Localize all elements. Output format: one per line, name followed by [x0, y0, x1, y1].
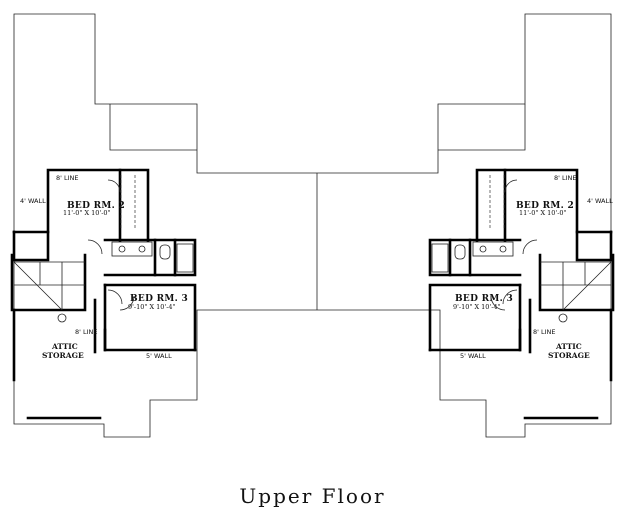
right-8ft-line-top: 8' LINE [554, 174, 577, 182]
right-bed3-name: BED RM. 3 [455, 294, 513, 304]
right-bed2-dim: 11'-0" X 10'-0" [519, 209, 567, 217]
left-4ft-wall: 4' WALL [20, 197, 46, 205]
right-bed3-dim: 9'-10" X 10'-4" [453, 303, 501, 311]
right-storage-label: STORAGE [548, 351, 590, 360]
left-bed2-dim: 11'-0" X 10'-0" [63, 209, 111, 217]
right-unit [428, 168, 615, 420]
right-bed2-name: BED RM. 2 [516, 201, 574, 211]
right-4ft-wall: 4' WALL [587, 197, 613, 205]
left-unit [10, 168, 197, 420]
left-8ft-line-attic: 8' LINE [75, 328, 98, 336]
roof-outline [13, 13, 612, 438]
left-bed3-name: BED RM. 3 [130, 294, 188, 304]
right-8ft-line-attic: 8' LINE [533, 328, 556, 336]
right-5ft-wall: 5' WALL [460, 352, 486, 360]
left-bed2-name: BED RM. 2 [67, 201, 125, 211]
left-8ft-line-top: 8' LINE [56, 174, 79, 182]
left-labels: 8' LINE 4' WALL BED RM. 2 11'-0" X 10'-0… [20, 174, 188, 360]
right-labels: 8' LINE 4' WALL BED RM. 2 11'-0" X 10'-0… [453, 174, 613, 360]
left-attic-label: ATTIC [51, 342, 78, 351]
plan-caption: Upper Floor [239, 484, 386, 508]
right-attic-label: ATTIC [555, 342, 582, 351]
left-storage-label: STORAGE [42, 351, 84, 360]
left-bed3-dim: 9'-10" X 10'-4" [128, 303, 176, 311]
left-5ft-wall: 5' WALL [146, 352, 172, 360]
